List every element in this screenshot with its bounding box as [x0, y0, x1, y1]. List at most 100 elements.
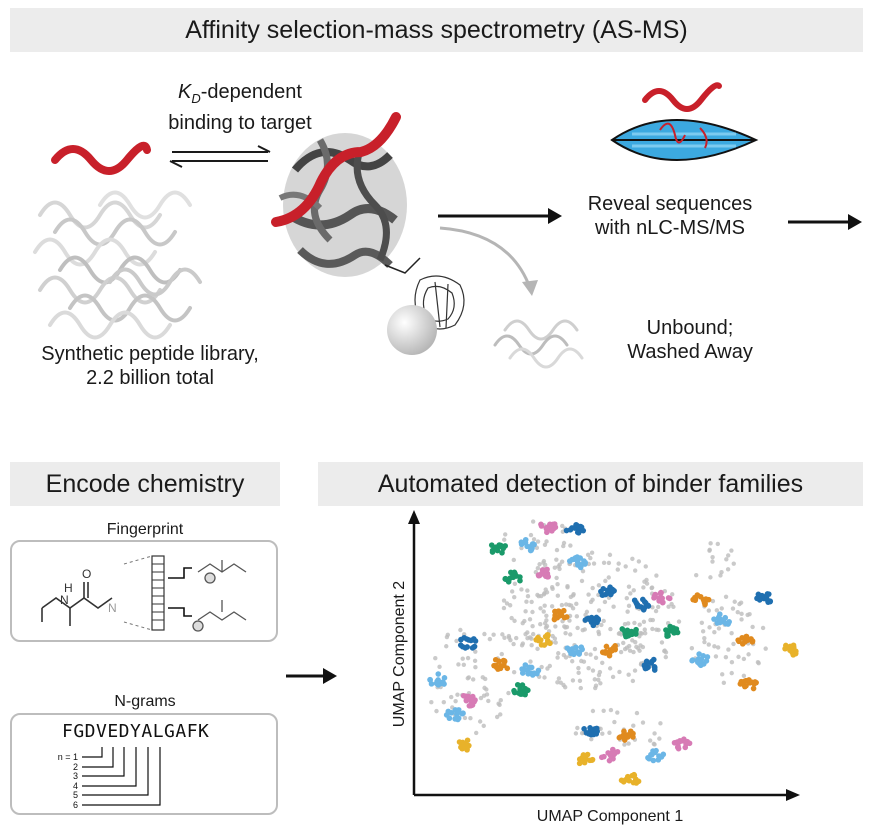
umap-background-point	[555, 581, 560, 587]
umap-background-point	[603, 578, 608, 584]
umap-background-point	[576, 665, 581, 671]
umap-cluster-point	[764, 597, 771, 603]
umap-background-point	[477, 719, 483, 724]
umap-background-point	[596, 629, 601, 635]
umap-background-point	[514, 635, 519, 641]
umap-background-point	[593, 655, 599, 660]
umap-background-point	[590, 597, 595, 603]
bead-icon	[387, 305, 437, 355]
umap-background-point	[543, 587, 548, 592]
umap-cluster-point	[522, 662, 529, 668]
umap-cluster-point	[782, 645, 788, 652]
umap-background-point	[527, 617, 533, 622]
umap-background-point	[632, 568, 638, 573]
umap-cluster-point	[471, 698, 478, 705]
umap-background-point	[720, 672, 725, 677]
umap-background-point	[702, 639, 707, 645]
umap-cluster-point	[717, 616, 724, 623]
umap-cluster-point	[514, 681, 521, 688]
umap-background-point	[713, 654, 719, 659]
umap-background-point	[580, 627, 585, 633]
umap-cluster-point	[558, 612, 565, 618]
umap-cluster-point	[711, 616, 717, 622]
umap-background-point	[539, 664, 544, 670]
umap-cluster-point	[748, 636, 754, 642]
umap-background-point	[670, 592, 675, 597]
umap-background-point	[528, 532, 534, 538]
umap-cluster-point	[496, 658, 502, 665]
umap-background-point	[638, 630, 643, 636]
umap-cluster-point	[746, 677, 752, 683]
umap-background-point	[455, 692, 460, 697]
umap-background-point	[606, 575, 611, 580]
umap-background-point	[437, 664, 442, 670]
arrow-to-unbound-icon	[439, 226, 538, 296]
umap-cluster-point	[641, 605, 647, 611]
umap-background-point	[600, 731, 605, 736]
ngrams-label: N-grams	[114, 693, 176, 710]
umap-cluster-point	[575, 530, 582, 536]
umap-background-point	[607, 730, 612, 735]
umap-background-point	[712, 629, 717, 635]
umap-cluster-point	[622, 733, 629, 739]
umap-background-point	[541, 560, 546, 565]
umap-background-point	[568, 543, 573, 548]
umap-background-point	[592, 646, 598, 652]
umap-cluster-point	[459, 710, 466, 717]
umap-cluster-point	[427, 676, 433, 683]
umap-background-point	[630, 556, 635, 562]
umap-cluster-point	[445, 708, 452, 715]
library-line-1: Synthetic peptide library,	[41, 343, 259, 365]
umap-background-point	[647, 738, 653, 743]
umap-background-point	[506, 690, 511, 696]
bit-vector-icon	[123, 555, 165, 631]
umap-background-point	[634, 710, 640, 716]
umap-background-point	[472, 658, 478, 664]
peptide-library-icon	[33, 190, 202, 340]
umap-background-point	[590, 668, 596, 673]
umap-cluster-point	[653, 747, 659, 754]
umap-background-point	[549, 604, 555, 609]
umap-background-point	[653, 608, 659, 614]
umap-background-point	[535, 646, 540, 652]
umap-cluster-point	[641, 598, 648, 605]
umap-background-point	[714, 608, 720, 613]
umap-background-point	[650, 605, 655, 610]
umap-background-point	[640, 720, 646, 725]
umap-cluster-point	[735, 637, 741, 643]
umap-cluster-point	[552, 524, 559, 531]
umap-background-point	[542, 542, 548, 547]
umap-background-point	[559, 602, 565, 608]
umap-cluster-point	[542, 633, 549, 640]
umap-background-point	[542, 675, 547, 680]
umap-background-point	[659, 640, 665, 645]
umap-background-point	[617, 630, 622, 636]
umap-background-point	[433, 656, 438, 661]
umap-background-point	[563, 625, 568, 630]
equilibrium-arrows-icon	[169, 145, 271, 168]
arrow-after-ms-icon	[788, 214, 862, 230]
umap-background-point	[699, 620, 705, 626]
umap-background-point	[641, 585, 646, 590]
umap-background-point	[666, 604, 671, 609]
umap-cluster-point	[590, 622, 597, 629]
umap-cluster-point	[576, 756, 583, 763]
umap-cluster-point	[488, 542, 495, 548]
library-line-2: 2.2 billion total	[86, 367, 214, 389]
umap-cluster-point	[646, 755, 652, 762]
umap-cluster-point	[491, 662, 497, 669]
umap-background-point	[729, 548, 734, 553]
umap-background-point	[593, 685, 598, 691]
umap-cluster-point	[463, 697, 470, 704]
umap-cluster-point	[456, 739, 463, 745]
ngram-brackets	[82, 747, 161, 806]
umap-background-point	[571, 592, 576, 597]
umap-background-point	[707, 548, 712, 553]
umap-background-point	[632, 620, 637, 626]
umap-background-point	[756, 660, 761, 666]
umap-background-point	[601, 708, 606, 713]
umap-background-point	[465, 655, 471, 661]
umap-background-point	[600, 660, 605, 666]
umap-background-point	[454, 638, 459, 644]
